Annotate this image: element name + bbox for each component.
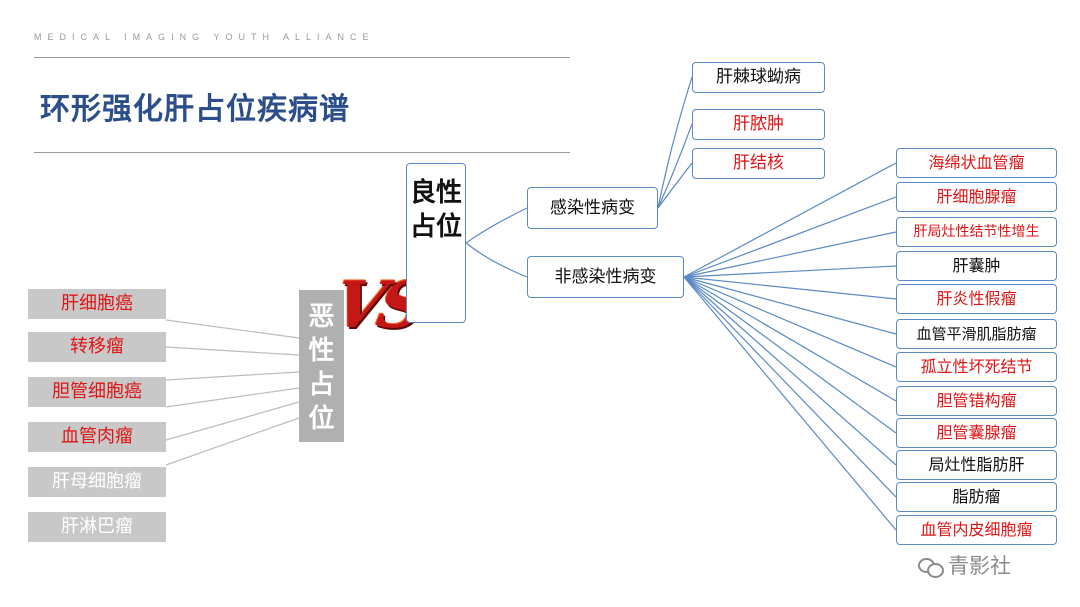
connector-line: [683, 276, 897, 368]
noninfectious-item: 孤立性坏死结节: [896, 352, 1057, 382]
connector-line: [165, 401, 300, 441]
title-rule: [34, 152, 570, 153]
connector-line: [683, 276, 897, 402]
malignant-item: 肝淋巴瘤: [28, 512, 166, 542]
connector-line: [165, 346, 300, 356]
connector-line: [465, 242, 528, 278]
noninfectious-item: 血管内皮细胞瘤: [896, 515, 1057, 545]
connector-line: [465, 207, 528, 244]
connector-line: [683, 265, 897, 278]
connector-line: [683, 276, 897, 498]
malignant-item: 血管肉瘤: [28, 422, 166, 452]
noninfectious-group: 非感染性病变: [527, 256, 684, 298]
watermark: 青影社: [918, 550, 1011, 580]
connector-line: [683, 276, 897, 531]
benign-lesion-label: 良性占位: [406, 163, 466, 323]
noninfectious-item: 胆管错构瘤: [896, 386, 1057, 416]
connector-line: [657, 162, 693, 209]
connector-line: [165, 417, 300, 466]
malignant-item: 胆管细胞癌: [28, 377, 166, 407]
infectious-item: 肝结核: [692, 148, 825, 179]
noninfectious-item: 局灶性脂肪肝: [896, 450, 1057, 480]
alliance-banner: MEDICAL IMAGING YOUTH ALLIANCE: [34, 32, 375, 42]
connector-line: [165, 387, 300, 408]
connector-line: [683, 276, 897, 335]
infectious-item: 肝脓肿: [692, 109, 825, 140]
connector-line: [657, 76, 693, 209]
connector-line: [683, 276, 897, 300]
malignant-item: 肝细胞癌: [28, 289, 166, 319]
infectious-group: 感染性病变: [527, 187, 658, 229]
noninfectious-item: 海绵状血管瘤: [896, 148, 1057, 178]
malignant-lesion-label: 恶性占位: [299, 290, 344, 442]
noninfectious-item: 肝囊肿: [896, 251, 1057, 281]
connector-line: [165, 371, 300, 381]
connector-line: [683, 196, 897, 278]
connector-line: [657, 123, 693, 209]
infectious-item: 肝棘球蚴病: [692, 62, 825, 93]
noninfectious-item: 肝炎性假瘤: [896, 284, 1057, 314]
malignant-connectors: [165, 319, 300, 466]
watermark-text: 青影社: [948, 554, 1011, 578]
noninfectious-item: 胆管囊腺瘤: [896, 418, 1057, 448]
connector-line: [683, 276, 897, 466]
noninfectious-item: 肝局灶性结节性增生: [896, 217, 1057, 247]
connector-line: [683, 231, 897, 278]
connector-line: [683, 276, 897, 434]
noninfectious-item: 血管平滑肌脂肪瘤: [896, 319, 1057, 349]
malignant-item: 转移瘤: [28, 332, 166, 362]
malignant-item: 肝母细胞瘤: [28, 467, 166, 497]
noninfectious-item: 脂肪瘤: [896, 482, 1057, 512]
wechat-icon: [918, 557, 944, 578]
benign-connectors: [465, 76, 897, 531]
top-rule: [34, 57, 570, 58]
connector-line: [683, 162, 897, 278]
noninfectious-item: 肝细胞腺瘤: [896, 182, 1057, 212]
connector-line: [165, 319, 300, 339]
page-title: 环形强化肝占位疾病谱: [40, 92, 350, 127]
